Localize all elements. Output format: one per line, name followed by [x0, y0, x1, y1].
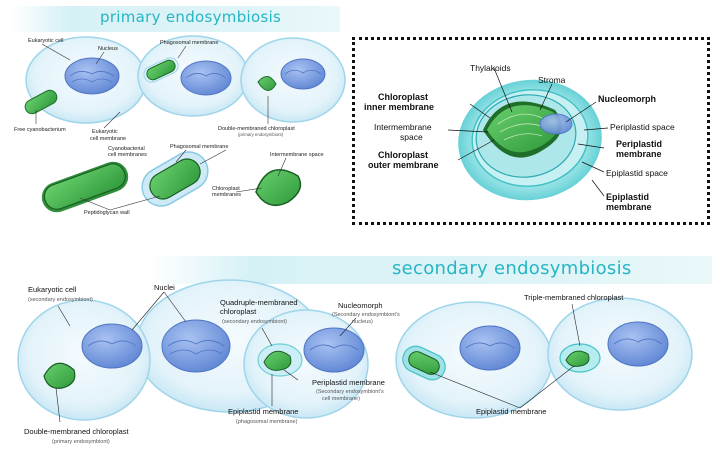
label-periplastid-membrane-2: membrane [616, 149, 662, 159]
detail-nucleomorph [539, 113, 573, 135]
secondary-title: secondary endosymbiosis [392, 258, 632, 279]
label-nucleomorph-sub-2: nucleus) [352, 319, 373, 325]
label-secondary-endosymbiont: (secondary endosymbiont) [28, 297, 93, 303]
primary-title: primary endosymbiosis [100, 8, 282, 26]
label-epiplastid-membrane-right: Epiplastid membrane [476, 407, 546, 416]
label-chloroplast-outer-membrane-1: Chloroplast [378, 150, 428, 160]
label-double-membraned-chloroplast: Double-membraned chloroplast [218, 126, 295, 132]
label-peptidoglycan-wall: Peptidoglycan wall [84, 210, 130, 216]
detail-leader-lines [447, 67, 609, 197]
label-primary-endosymbiont: (primary endosymbiont) [238, 132, 284, 137]
primary-engulfed-cyanobacterium [141, 151, 209, 207]
secondary-cell-3 [395, 301, 553, 419]
label-periplastid-space: Periplastid space [610, 122, 675, 132]
primary-cell-2 [137, 35, 249, 117]
label-quadruple-3: (secondary endosymbiont) [222, 319, 287, 325]
label-stroma: Stroma [538, 75, 566, 85]
label-chloroplast-inner-membrane-2: inner membrane [364, 102, 434, 112]
primary-free-cyanobacterium [24, 89, 58, 115]
detail-frame [352, 37, 710, 225]
secondary-labels: Eukaryotic cell (secondary endosymbiont)… [24, 283, 624, 445]
label-chloroplast-membranes-1: Chloroplast [212, 186, 240, 192]
label-primary-endosymbiont-secondary: (primary endosymbiont) [52, 439, 110, 445]
secondary-leader-lines [55, 291, 581, 423]
label-periplastid-sub-1: (Secondary endosymbiont's [316, 389, 384, 395]
secondary-cell-2 [243, 309, 369, 419]
primary-chloroplast-section [255, 169, 302, 207]
detail-chloroplast [483, 101, 562, 158]
primary-labels: Eukaryotic cell Nucleus Phagosomal membr… [14, 38, 324, 216]
label-nuclei: Nuclei [154, 283, 175, 292]
label-periplastid-membrane-1: Periplastid [616, 139, 662, 149]
label-triple-membraned: Triple-membraned chloroplast [524, 293, 624, 302]
label-epiplastid-membrane-1: Epiplastid [606, 192, 649, 202]
primary-cell-1 [25, 36, 147, 124]
label-phagosomal-membrane-1: Phagosomal membrane [160, 40, 218, 46]
primary-title-band [10, 6, 340, 32]
label-phagosomal-membrane-2: Phagosomal membrane [170, 144, 228, 150]
label-eukaryotic-cell-membrane-2: cell membrane [90, 136, 126, 142]
label-epiplastid-membrane-2: membrane [606, 202, 652, 212]
label-eukaryotic-cell-secondary: Eukaryotic cell [28, 285, 77, 294]
primary-cyanobacterium-large [41, 161, 129, 213]
detail-labels: Thylakoids Stroma Chloroplast inner memb… [364, 63, 675, 212]
label-cyanobacterial-membranes-1: Cyanobacterial [108, 146, 145, 152]
label-cyanobacterial-membranes-2: cell membranes [108, 152, 147, 158]
label-intermembrane-space: Intermembrane space [270, 152, 324, 158]
label-nucleomorph-detail: Nucleomorph [598, 94, 656, 104]
label-double-membraned-secondary: Double-membraned chloroplast [24, 427, 130, 436]
label-periplastid-sub-2: cell membrane) [322, 396, 360, 402]
label-free-cyanobacterium: Free cyanobacterium [14, 127, 66, 133]
label-periplastid-membrane-secondary: Periplastid membrane [312, 378, 385, 387]
label-intermembrane-space-2: space [400, 132, 423, 142]
label-phagosomal-membrane-secondary: (phagosomal membrane) [236, 419, 298, 425]
primary-cell-3 [240, 37, 346, 123]
secondary-title-band [150, 256, 712, 284]
label-nucleus: Nucleus [98, 46, 118, 52]
label-eukaryotic-cell-membrane-1: Eukaryotic [92, 129, 118, 135]
label-quadruple-1: Quadruple-membraned [220, 298, 298, 307]
label-epiplastid-membrane-secondary: Epiplastid membrane [228, 407, 298, 416]
label-chloroplast-outer-membrane-2: outer membrane [368, 160, 439, 170]
label-epiplastid-space: Epiplastid space [606, 168, 668, 178]
label-eukaryotic-cell: Eukaryotic cell [28, 38, 63, 44]
label-chloroplast-membranes-2: membranes [212, 192, 241, 198]
label-nucleomorph-secondary: Nucleomorph [338, 301, 383, 310]
label-chloroplast-inner-membrane-1: Chloroplast [378, 92, 428, 102]
label-thylakoids: Thylakoids [470, 63, 511, 73]
label-intermembrane-space-1: Intermembrane [374, 122, 432, 132]
primary-leader-lines [35, 43, 287, 211]
label-quadruple-2: chloroplast [220, 307, 257, 316]
secondary-cell-4 [547, 297, 693, 411]
label-nucleomorph-sub-1: (Secondary endosymbiont's [332, 312, 400, 318]
